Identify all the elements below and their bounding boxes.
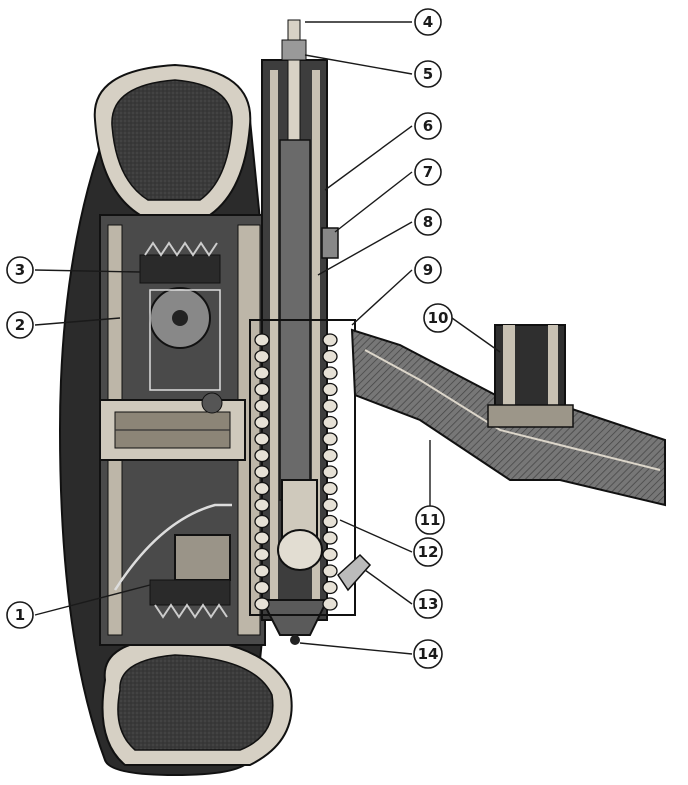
spring-coil-turn	[254, 382, 270, 397]
callout-1-number: 1	[15, 606, 25, 624]
spring-coil-turn	[322, 580, 338, 595]
leader-lines	[34, 21, 501, 655]
callout-6: 6	[414, 112, 442, 140]
mounting-tube	[487, 324, 574, 428]
spring-coil-turn	[322, 465, 338, 479]
spring-coil-turn	[322, 333, 338, 347]
spring-coil-turn	[322, 432, 338, 446]
callout-11-number: 11	[420, 511, 441, 529]
callout-1: 1	[6, 601, 34, 629]
leader-1	[34, 584, 151, 616]
leader-9	[351, 269, 413, 326]
callout-4: 4	[414, 8, 442, 36]
callout-10: 10	[423, 303, 453, 333]
spring-coil-turn	[322, 366, 338, 380]
spring-coil-turn	[254, 498, 270, 512]
spring-coil-turn	[254, 531, 270, 545]
spring-coil-turn	[322, 349, 338, 364]
coil-spring	[254, 333, 338, 611]
spring-coil-turn	[322, 597, 338, 611]
spring-coil-turn	[322, 531, 338, 545]
spring-coil-turn	[322, 448, 338, 463]
spring-coil-turn	[254, 580, 270, 595]
leader-14	[299, 642, 413, 655]
spring-coil-turn	[254, 597, 270, 611]
wheel-hub-assembly	[99, 214, 266, 646]
spring-coil-turn	[254, 415, 270, 430]
upper-brake-shoe	[139, 241, 221, 284]
spring-coil-turn	[322, 399, 338, 413]
callout-3: 3	[6, 256, 34, 284]
callout-8-number: 8	[423, 213, 433, 231]
callout-12: 12	[413, 537, 443, 567]
spring-coil-turn	[322, 564, 338, 578]
callout-9: 9	[414, 256, 442, 284]
spring-coil-turn	[254, 333, 270, 347]
callout-13: 13	[413, 589, 443, 619]
callout-2-number: 2	[15, 316, 25, 334]
leader-2	[34, 317, 121, 326]
spring-coil-turn	[322, 382, 338, 397]
lower-brake-shoe	[149, 534, 231, 619]
stub-axle	[99, 392, 246, 461]
spring-coil-turn	[254, 481, 270, 496]
leader-13	[364, 569, 413, 605]
callout-5: 5	[414, 60, 442, 88]
spring-coil-turn	[254, 465, 270, 479]
callout-8: 8	[414, 208, 442, 236]
spring-coil-turn	[254, 399, 270, 413]
leader-8	[317, 221, 413, 276]
callout-9-number: 9	[423, 261, 433, 279]
callout-2: 2	[6, 311, 34, 339]
spring-coil-turn	[254, 349, 270, 364]
callout-7-number: 7	[423, 163, 433, 181]
leader-7	[334, 171, 413, 233]
spring-coil-turn	[322, 415, 338, 430]
leader-12	[339, 519, 413, 553]
callout-6-number: 6	[423, 117, 433, 135]
callout-10-number: 10	[428, 309, 449, 327]
callout-7: 7	[414, 158, 442, 186]
callout-12-number: 12	[418, 543, 439, 561]
spring-coil-turn	[254, 448, 270, 463]
brake-pipe	[113, 503, 232, 591]
spring-coil-turn	[322, 498, 338, 512]
leader-5	[304, 54, 413, 75]
spring-coil-turn	[322, 481, 338, 496]
strut-clamp	[321, 227, 339, 259]
spring-coil-turn	[322, 514, 338, 529]
link-arm	[337, 324, 666, 592]
callout-14: 14	[413, 639, 443, 669]
spring-coil-turn	[254, 514, 270, 529]
spring-housing	[249, 319, 356, 616]
spring-coil-turn	[254, 432, 270, 446]
spring-coil-turn	[254, 547, 270, 562]
suspension-strut	[260, 19, 339, 645]
callout-4-number: 4	[423, 13, 433, 31]
leader-6	[324, 125, 413, 191]
leader-10	[451, 317, 501, 353]
callout-14-number: 14	[418, 645, 439, 663]
grease-nipple	[337, 553, 372, 592]
spring-coil-turn	[254, 366, 270, 380]
leader-3	[34, 269, 141, 273]
callout-11: 11	[415, 505, 445, 535]
spring-coil-turn	[322, 547, 338, 562]
callout-5-number: 5	[423, 65, 433, 83]
spring-coil-turn	[254, 564, 270, 578]
callout-3-number: 3	[15, 261, 25, 279]
callout-13-number: 13	[418, 595, 439, 613]
